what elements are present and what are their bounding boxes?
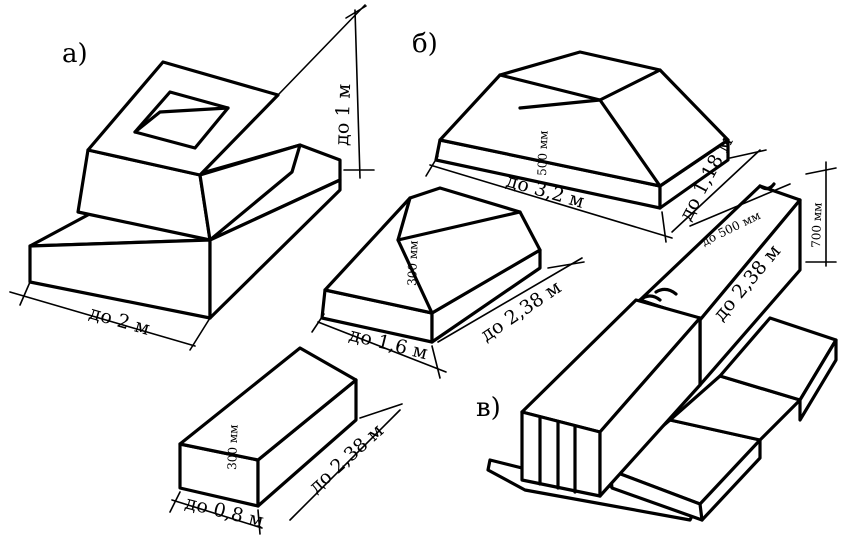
panel-a-label: а) (62, 39, 88, 69)
b3-height-label: 300 мм (225, 424, 241, 470)
v-height-label: 700 мм (809, 202, 825, 248)
panel-b-label: б) (412, 29, 438, 59)
hip-block-medium: 300 мм до 1,6 м до 2,38 м (311, 186, 585, 379)
panel-v-label: в) (476, 393, 501, 423)
hip-block-large: 500 мм до 3,2 м до 1,18 м б) (412, 29, 767, 243)
a-height-label: до 1 м (331, 83, 355, 146)
a-width-label: до 2 м (87, 302, 153, 340)
column-foundation-a: а) до 1 м до 2 м (9, 4, 375, 351)
b2-height-label: 300 мм (405, 240, 421, 286)
b1-height-label: 500 мм (535, 130, 551, 176)
wall-block-assembly-v: до 500 мм 700 мм до 2,38 м в) (476, 161, 838, 522)
plain-slab: 300 мм до 0,8 м до 2,38 м (169, 346, 403, 535)
